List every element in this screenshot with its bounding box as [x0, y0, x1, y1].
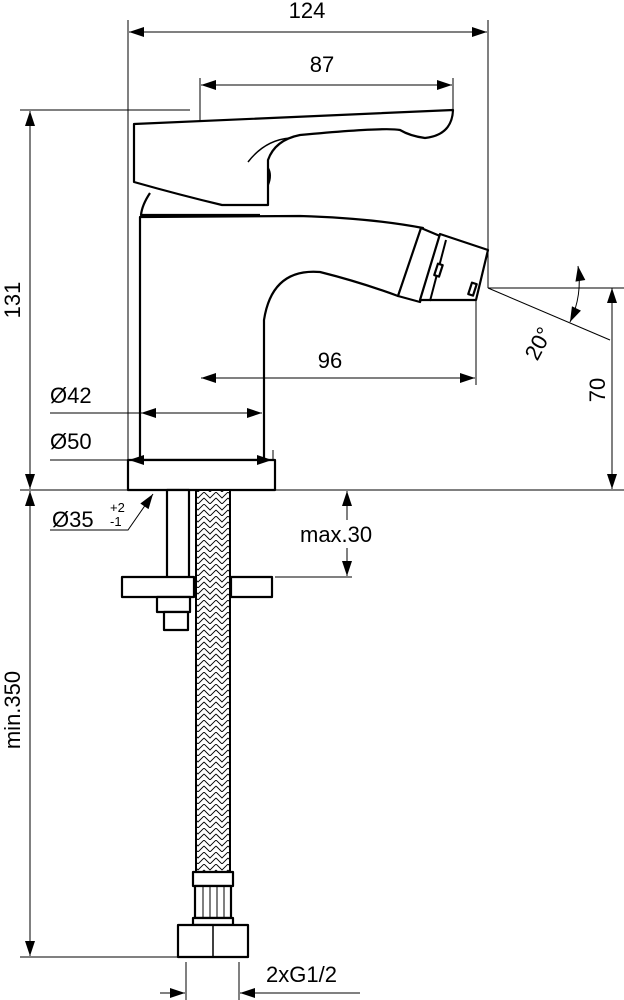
dim-connection-thread: 2xG1/2 — [266, 962, 337, 987]
dim-overall-height: 131 — [0, 282, 25, 319]
dim-hole-diameter: Ø35 — [52, 507, 94, 532]
mounting-plate-right — [229, 575, 274, 599]
faucet-body — [138, 192, 490, 462]
faucet-lever-handle — [132, 108, 455, 207]
dim-overall-width: 124 — [289, 0, 326, 23]
dim-spout-height: 70 — [585, 378, 610, 402]
dim-spout-angle: 20° — [520, 323, 558, 364]
dim-base-diameter: Ø50 — [50, 429, 92, 454]
dim-hose-length: min.350 — [0, 671, 25, 749]
bidet-spout-aerator — [396, 226, 490, 304]
dimension-labels: 124 87 96 Ø42 Ø50 131 70 20° Ø35 +2 -1 m… — [0, 0, 610, 987]
dim-hole-tol-upper: +2 — [110, 500, 125, 515]
base-plate — [126, 458, 277, 492]
extension-lines — [20, 20, 624, 1000]
mounting-plate-left — [120, 575, 196, 599]
dim-handle-length: 87 — [310, 52, 334, 77]
fixing-nut — [155, 595, 192, 614]
dim-body-diameter: Ø42 — [50, 383, 92, 408]
hose-ferrule — [191, 870, 235, 888]
dim-hole-tol-lower: -1 — [110, 514, 122, 529]
dimension-lines — [25, 27, 624, 998]
mounting-assembly — [120, 488, 274, 959]
braided-hose — [195, 489, 231, 876]
dim-deck-thickness: max.30 — [300, 522, 372, 547]
dim-spout-reach: 96 — [318, 348, 342, 373]
